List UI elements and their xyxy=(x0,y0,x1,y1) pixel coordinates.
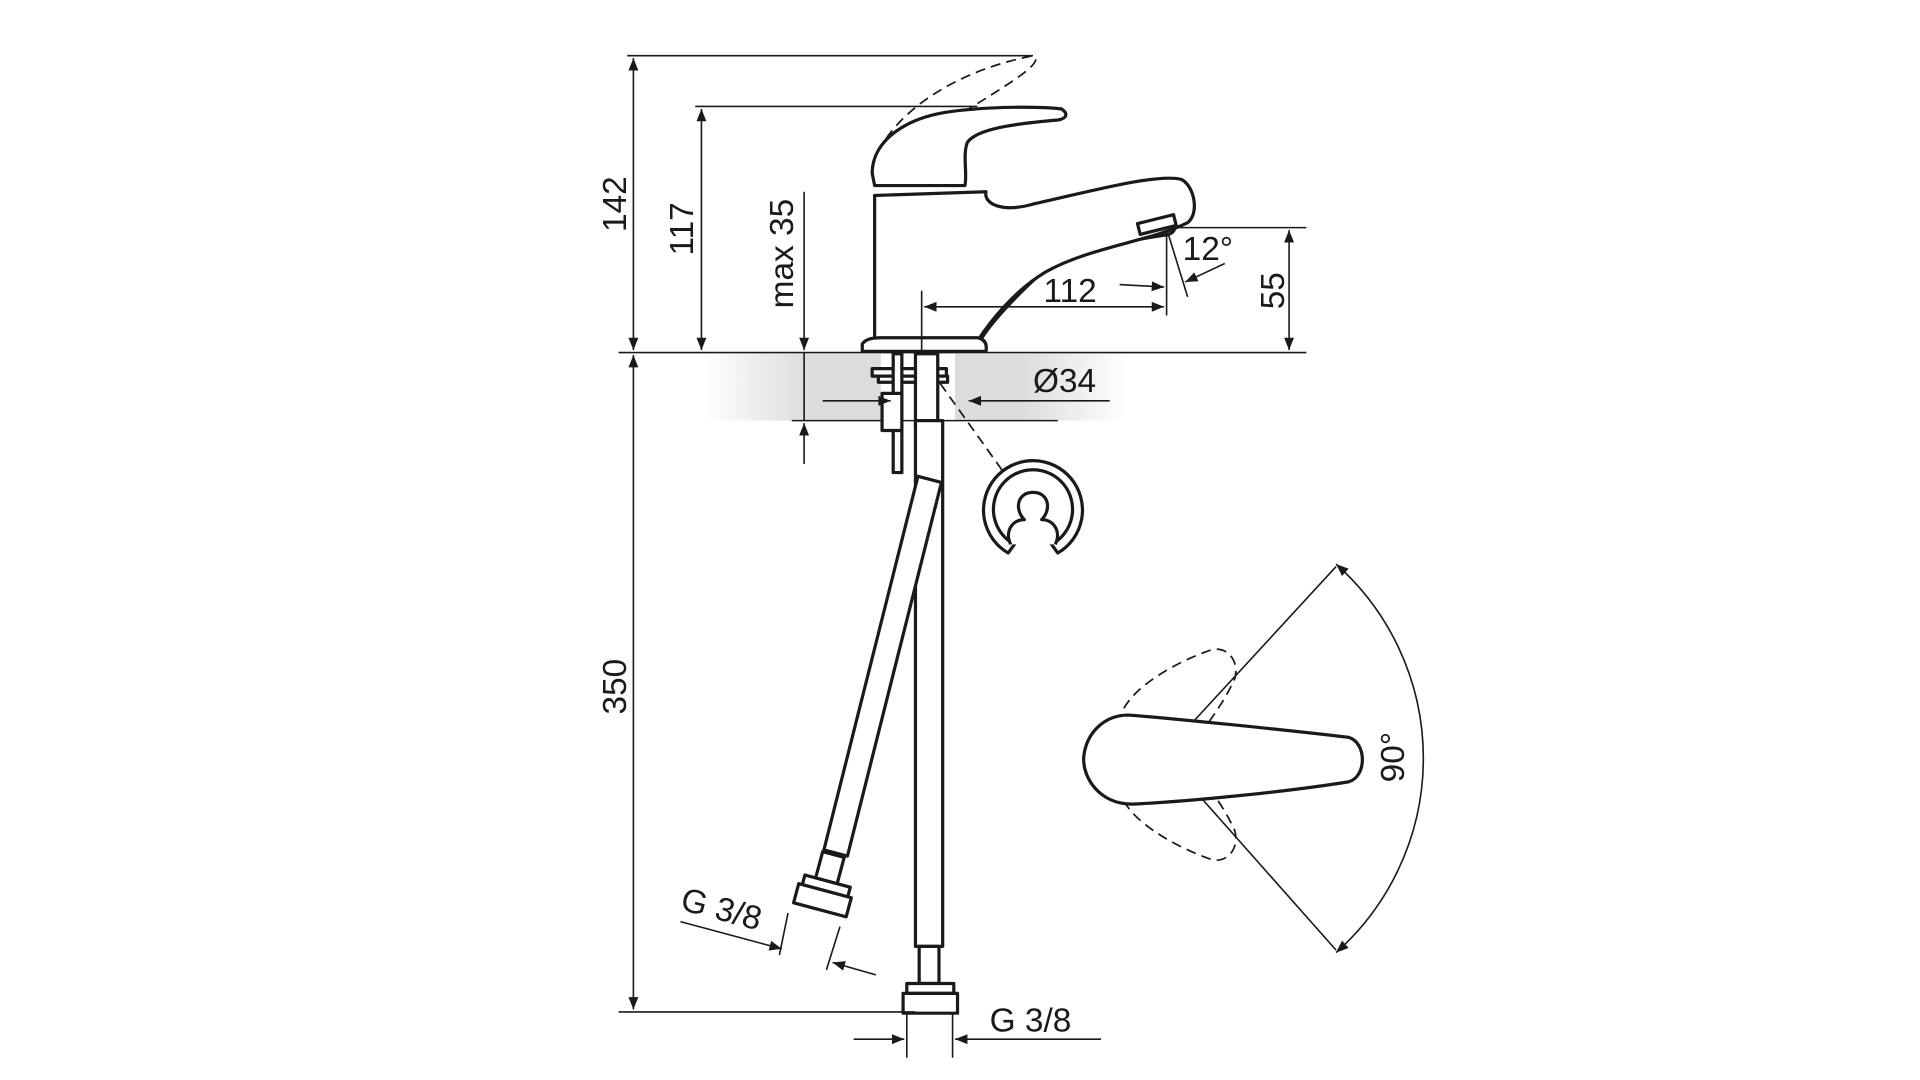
clip-ring-icon xyxy=(981,459,1085,555)
dimension-55-label: 55 xyxy=(1255,272,1292,309)
dimension-diameter-label: Ø34 xyxy=(1033,363,1096,400)
dimension-350-label: 350 xyxy=(597,659,634,715)
dimension-diameter-34: Ø34 xyxy=(822,363,1110,406)
dimension-g38-bottom-label: G 3/8 xyxy=(990,1003,1072,1040)
dimension-12-degree: 12° xyxy=(1119,231,1234,298)
dimension-142-label: 142 xyxy=(597,176,634,232)
dimension-max-35: max 35 xyxy=(764,191,1058,464)
lever-top-view: 90° xyxy=(1082,563,1425,954)
dimension-142: 142 xyxy=(597,54,1033,351)
dimension-112-label: 112 xyxy=(1043,273,1096,310)
dimension-117-label: 117 xyxy=(664,202,701,255)
dimension-117: 117 xyxy=(664,105,978,351)
dimension-350: 350 xyxy=(597,355,916,1013)
dimension-g38-left-label: G 3/8 xyxy=(677,881,765,938)
dimension-112: 112 xyxy=(920,232,1168,372)
dimension-55: 55 xyxy=(1162,226,1307,351)
dimension-12-label: 12° xyxy=(1183,231,1234,268)
mounting-hardware xyxy=(870,352,950,475)
hose-angled xyxy=(792,474,944,919)
dimension-90-label: 90° xyxy=(1375,732,1412,783)
dimension-g38-bottom: G 3/8 xyxy=(853,1003,1102,1058)
dimension-max-35-label: max 35 xyxy=(764,199,801,309)
